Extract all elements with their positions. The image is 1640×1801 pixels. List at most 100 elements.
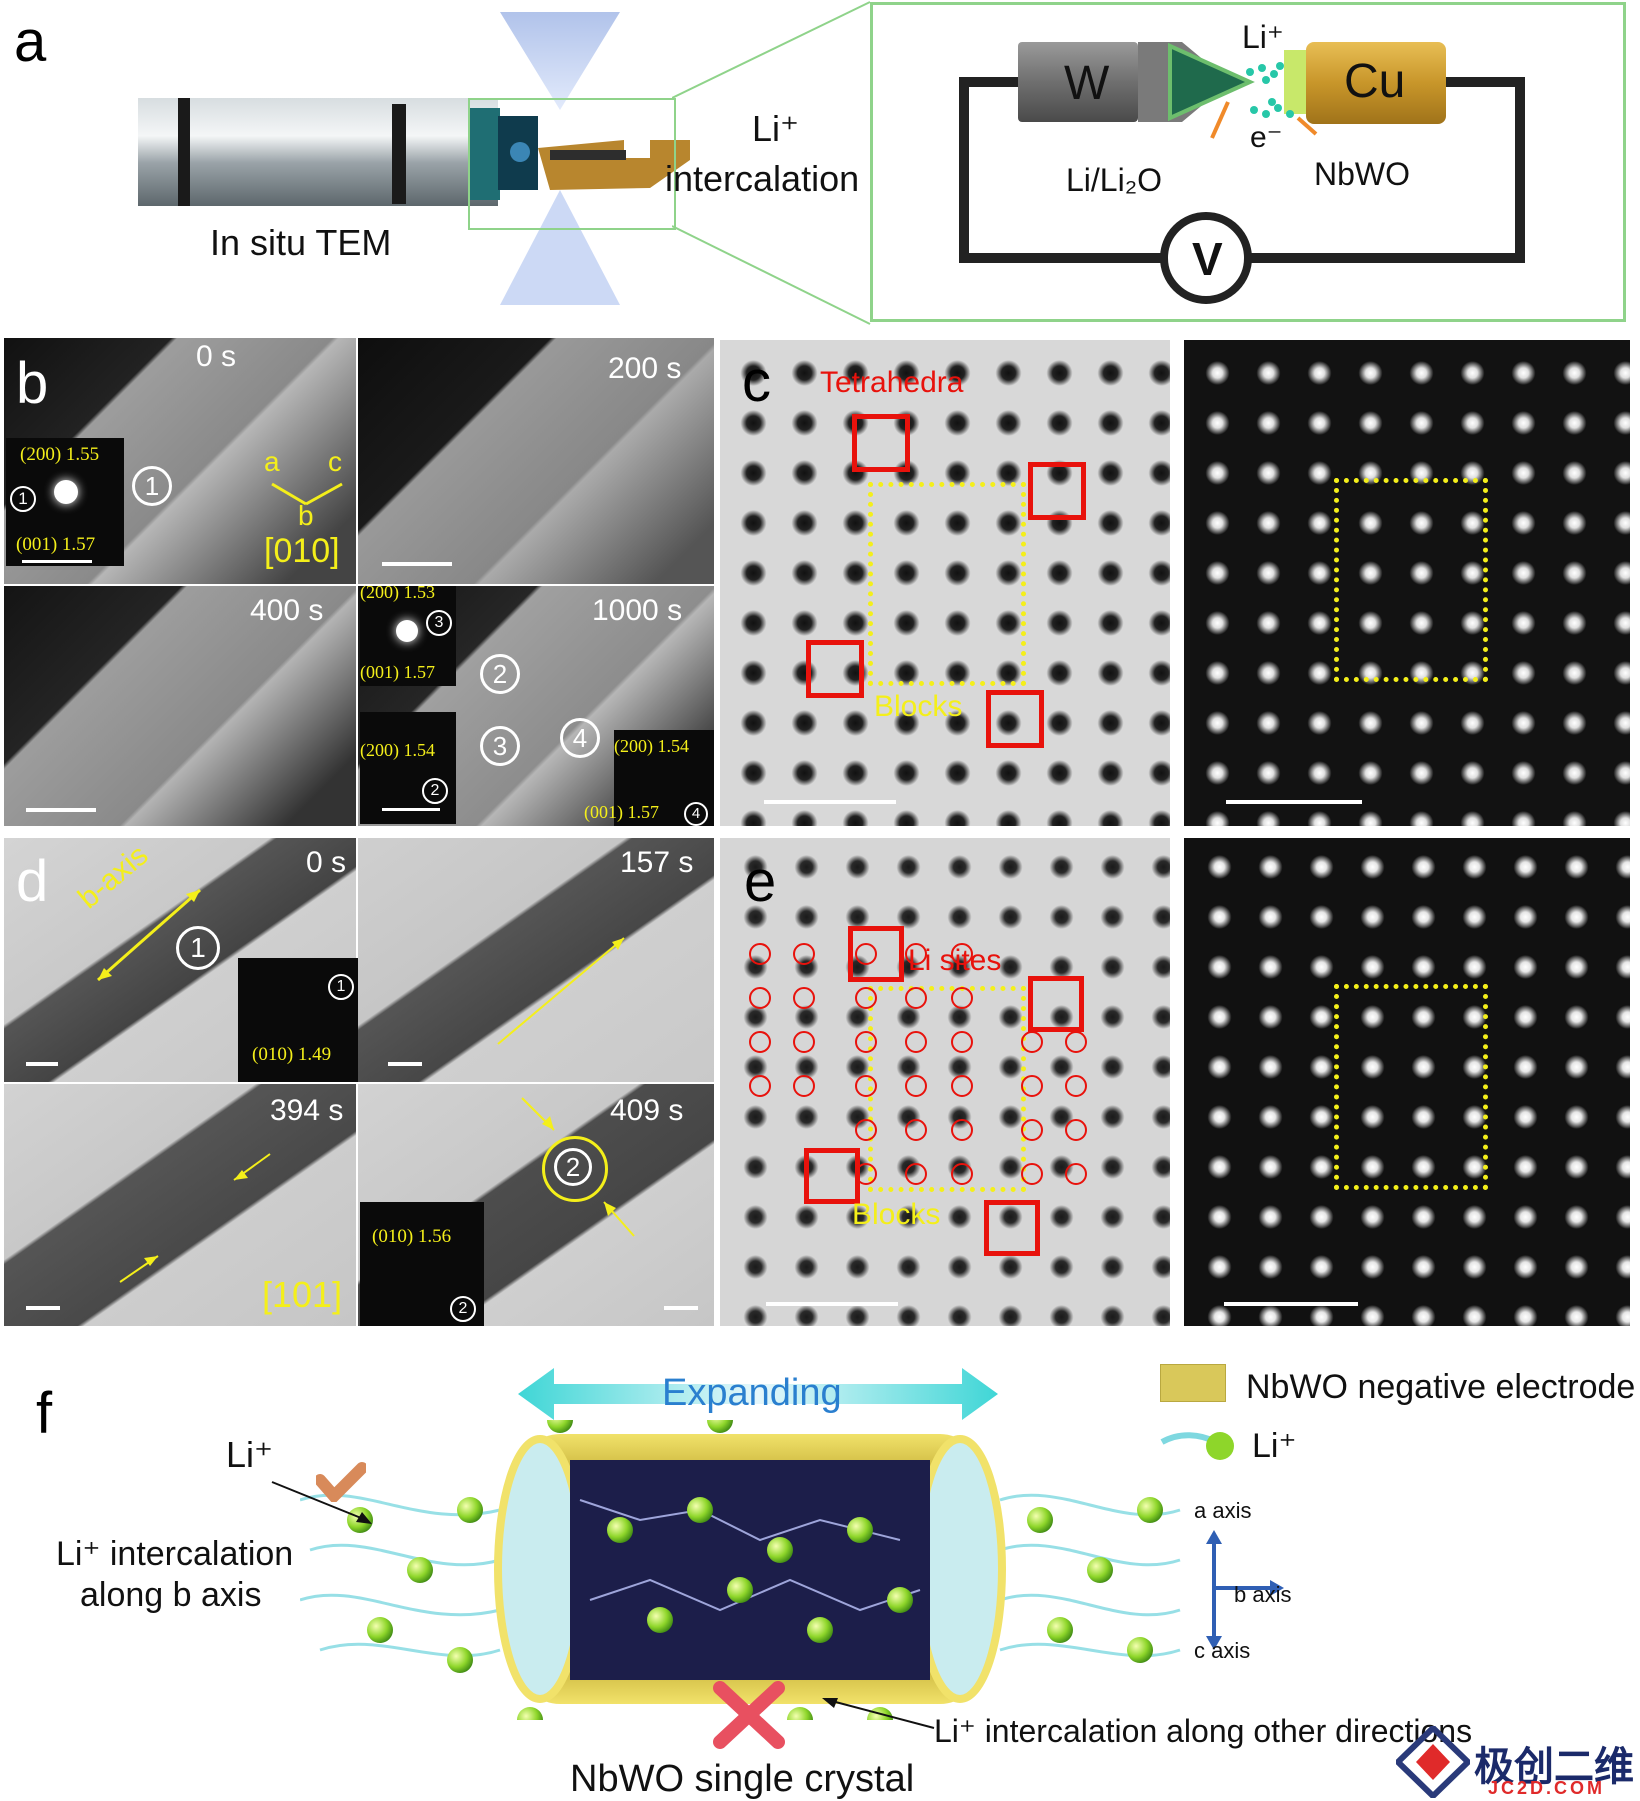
- li-site-circle: [749, 1075, 771, 1097]
- f-crystal-illustration: [300, 1420, 1181, 1720]
- watermark-cn: 极创二维: [1474, 1745, 1634, 1789]
- f-expanding-arrow: [518, 1368, 998, 1420]
- e-tetra-box-2: [1028, 976, 1084, 1032]
- b-circle-1: 1: [132, 466, 172, 506]
- c-block-box: [868, 482, 1026, 686]
- nbwo-label: NbWO: [1314, 156, 1410, 192]
- e-scalebar: [766, 1302, 898, 1306]
- li-ion-label: Li⁺: [752, 108, 800, 149]
- d-scalebar-409s: [664, 1306, 698, 1310]
- li-site-circle: [793, 1031, 815, 1053]
- d-circle-1: 1: [176, 926, 220, 970]
- d-circle-2: 2: [554, 1148, 592, 1186]
- tetrahedra-label: Tetrahedra: [820, 366, 964, 399]
- b-saed4-top: (200) 1.54: [614, 736, 689, 756]
- electron-label: e⁻: [1250, 121, 1283, 154]
- panel-a-letter: a: [14, 9, 47, 74]
- f-other-dirs-label: Li⁺ intercalation along other directions: [934, 1713, 1473, 1749]
- panel-d-letter: d: [16, 849, 49, 914]
- zoom-frame-small: [468, 98, 676, 230]
- circuit-diagram: [959, 42, 1525, 304]
- li-site-circle: [793, 1075, 815, 1097]
- d-scalebar-0s: [26, 1062, 58, 1066]
- li-site-circle: [905, 1075, 927, 1097]
- b-circle-4: 4: [560, 718, 600, 758]
- d-time-394s: 394 s: [270, 1094, 344, 1127]
- b-scalebar-400s: [26, 808, 96, 812]
- e-li-site-circles: [749, 943, 1087, 1185]
- e-blocks-label: Blocks: [852, 1198, 941, 1231]
- b-time-200s: 200 s: [608, 352, 682, 385]
- expanding-label: Expanding: [662, 1372, 842, 1414]
- d-arrows-409s: [521, 1097, 635, 1237]
- d-arrows-394s: [119, 1153, 271, 1283]
- e-block-box: [868, 986, 1026, 1192]
- b-saed1-num: 1: [10, 486, 36, 512]
- b-saed4-num: 4: [684, 802, 708, 826]
- c-tetra-box-4: [986, 690, 1044, 748]
- li-site-circle: [855, 1031, 877, 1053]
- b-saed1-top: (200) 1.55: [20, 444, 100, 465]
- d-time-0s: 0 s: [306, 846, 347, 879]
- li-site-circle: [1021, 1163, 1043, 1185]
- b-circle-3: 3: [480, 726, 520, 766]
- panel-e-letter: e: [744, 849, 777, 914]
- panel-b-letter: b: [16, 351, 49, 416]
- f-blocked-x-icon: [713, 1681, 785, 1749]
- li-site-circle: [1021, 1075, 1043, 1097]
- li-site-circle: [855, 943, 877, 965]
- d-time-157s: 157 s: [620, 846, 694, 879]
- c-tetra-box-3: [806, 640, 864, 698]
- circuit-frame: [870, 2, 1626, 322]
- li-site-circle: [905, 1031, 927, 1053]
- d-saed2-num: 2: [450, 1296, 476, 1322]
- f-li-intercalation-b-2: along b axis: [80, 1576, 262, 1614]
- b-saed4-bottom: (001) 1.57: [584, 802, 659, 822]
- d-zone-axis: [101]: [262, 1274, 343, 1315]
- c-scalebar: [764, 800, 896, 804]
- d-saed1-num: 1: [328, 974, 354, 1000]
- voltmeter-label: V: [1192, 233, 1223, 285]
- zoom-connector-lines: [672, 1, 871, 325]
- d-b-axis-arrow: [97, 888, 201, 982]
- li-site-circle: [951, 1163, 973, 1185]
- b-time-400s: 400 s: [250, 594, 324, 627]
- b-saed3-bottom: (001) 1.57: [360, 662, 435, 682]
- li-site-circle: [749, 1031, 771, 1053]
- f-axis-b-label: b axis: [1234, 1582, 1292, 1607]
- e-tetra-box-3: [804, 1148, 860, 1204]
- d-saed1-label: (010) 1.49: [252, 1044, 332, 1065]
- b-axis-arrows: [271, 482, 343, 506]
- c-bright-scalebar: [1226, 800, 1362, 804]
- panel-b-frame-400s: [4, 586, 356, 826]
- f-li-plus-label: Li⁺: [226, 1434, 274, 1475]
- f-li-intercalation-b-1: Li⁺ intercalation: [56, 1535, 294, 1573]
- w-electrode-label: W: [1064, 57, 1110, 110]
- li-site-circle: [1065, 1075, 1087, 1097]
- e-bright-scalebar: [1224, 1302, 1358, 1306]
- li-site-circle: [1021, 1119, 1043, 1141]
- b-axis-a: a: [264, 446, 280, 477]
- li-site-circle: [951, 943, 973, 965]
- f-li-pointer-arrow: [271, 1481, 372, 1524]
- b-saed1-center-spot: [54, 480, 78, 504]
- watermark-url: JC2D.COM: [1488, 1778, 1606, 1798]
- c-blocks-label: Blocks: [874, 690, 963, 723]
- li-site-circle: [749, 987, 771, 1009]
- b-time-0s: 0 s: [196, 340, 237, 373]
- b-time-1000s: 1000 s: [592, 594, 683, 627]
- b-saed2-num: 2: [422, 778, 448, 804]
- b-saed2-scalebar: [382, 808, 440, 811]
- tem-holder-illustration: [138, 12, 690, 305]
- li-site-circle: [1021, 1031, 1043, 1053]
- li-site-circle: [855, 1163, 877, 1185]
- panel-c-haadf-bright: [1184, 340, 1630, 826]
- b-saed1-bottom: (001) 1.57: [16, 534, 96, 555]
- b-saed3-center-spot: [396, 620, 418, 642]
- li-site-circle: [855, 987, 877, 1009]
- b-circle-2: 2: [480, 654, 520, 694]
- li-li2o-label: Li/Li₂O: [1066, 162, 1163, 198]
- b-axis-c: c: [328, 446, 342, 477]
- li-site-circle: [905, 987, 927, 1009]
- d-saed2-label: (010) 1.56: [372, 1226, 452, 1247]
